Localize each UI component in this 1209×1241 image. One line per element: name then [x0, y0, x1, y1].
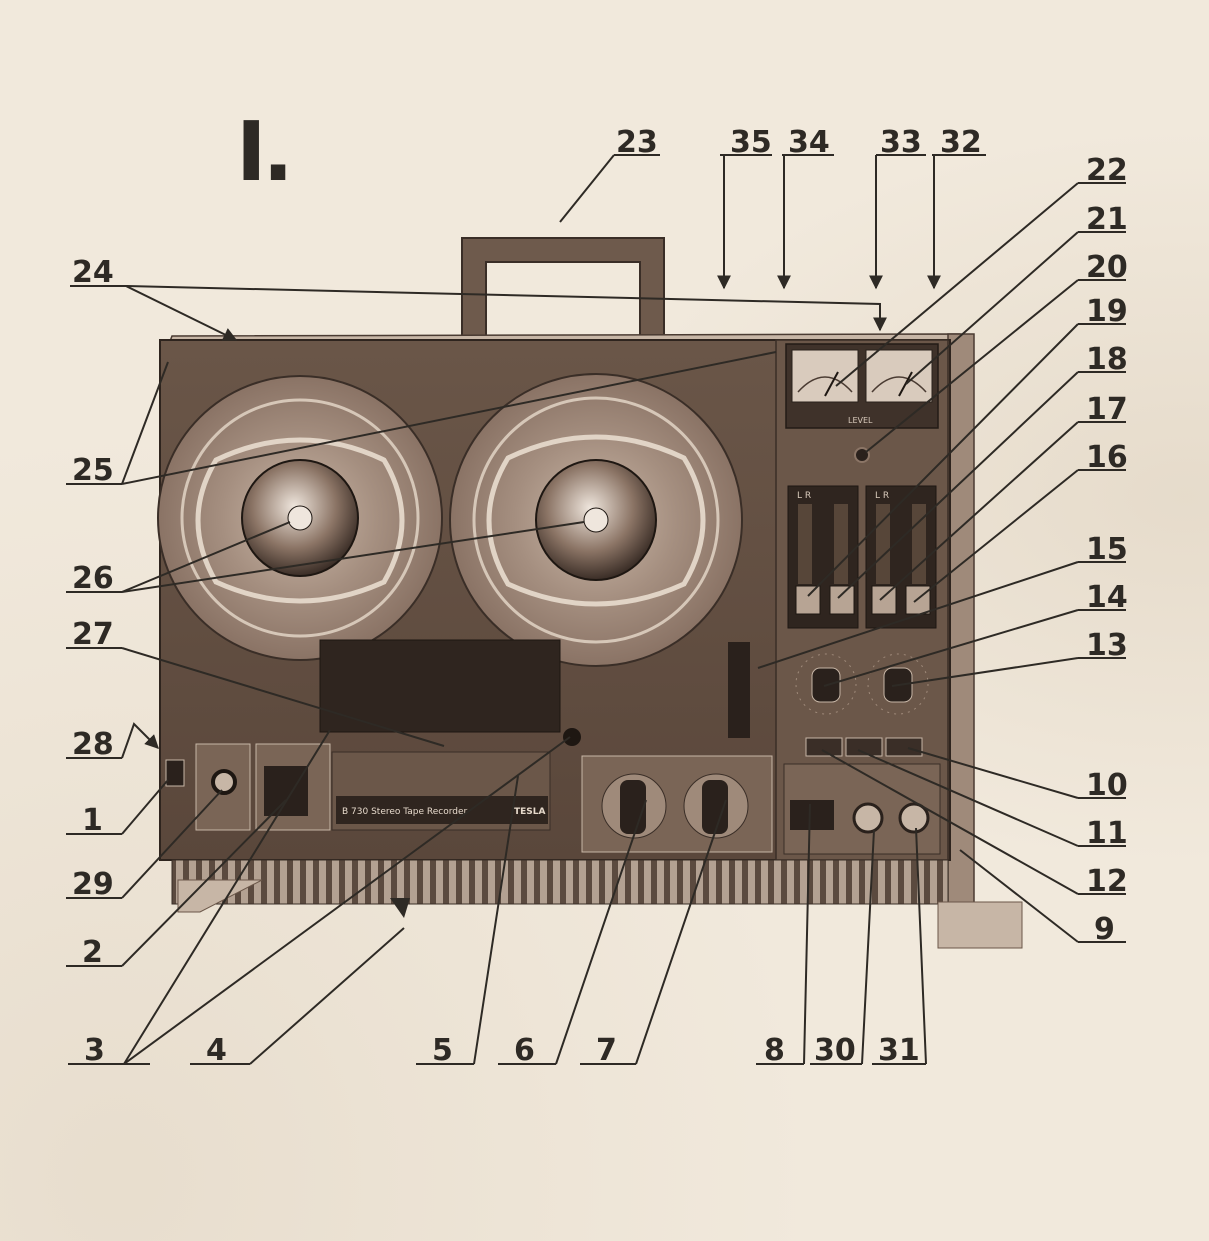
socket-31[interactable] — [898, 802, 930, 834]
slider-bank-left-label: L R — [797, 491, 811, 501]
callout-29: 29 — [72, 867, 114, 902]
pause-button[interactable] — [264, 766, 308, 816]
vu-meter-block: LEVEL — [785, 343, 939, 429]
callout-4: 4 — [206, 1033, 227, 1068]
reel-left — [157, 375, 443, 661]
vu-meter-right — [865, 349, 933, 403]
callout-11: 11 — [1086, 816, 1128, 851]
arrow-tip-4 — [390, 898, 410, 918]
callout-31: 31 — [878, 1033, 920, 1068]
slider-knob-18[interactable] — [795, 585, 821, 615]
callout-13: 13 — [1086, 628, 1128, 663]
tape-recorder-illustration: LEVEL L R L R — [157, 237, 1023, 949]
power-switch[interactable] — [165, 759, 185, 787]
function-knob-7[interactable] — [683, 773, 749, 839]
callout-10: 10 — [1086, 768, 1128, 803]
slider-bank-right: L R — [865, 485, 937, 629]
callout-3: 3 — [84, 1033, 105, 1068]
callout-17: 17 — [1086, 392, 1128, 427]
callout-34: 34 — [788, 125, 830, 160]
callout-26: 26 — [72, 561, 114, 596]
callout-23: 23 — [616, 125, 658, 160]
foot-right — [937, 901, 1023, 949]
figure-title: I. — [236, 105, 294, 200]
slider-bank-right-label: L R — [875, 491, 889, 501]
cabinet-side — [947, 333, 975, 919]
callout-33: 33 — [880, 125, 922, 160]
callout-2: 2 — [82, 935, 103, 970]
slider-knob-17[interactable] — [829, 585, 855, 615]
callout-14: 14 — [1086, 580, 1128, 615]
callout-7: 7 — [596, 1033, 617, 1068]
tape-guide — [728, 642, 750, 738]
callout-15: 15 — [1086, 532, 1128, 567]
carry-handle — [461, 237, 665, 337]
callout-20: 20 — [1086, 250, 1128, 285]
leader-lines — [66, 154, 1126, 1065]
callout-21: 21 — [1086, 202, 1128, 237]
head-cover — [319, 639, 561, 733]
callout-30: 30 — [814, 1033, 856, 1068]
callout-8: 8 — [764, 1033, 785, 1068]
callout-1: 1 — [82, 803, 103, 838]
callout-16: 16 — [1086, 440, 1128, 475]
socket-30[interactable] — [852, 802, 884, 834]
callout-5: 5 — [432, 1033, 453, 1068]
vu-level-label: LEVEL — [848, 416, 873, 425]
callout-19: 19 — [1086, 294, 1128, 329]
push-key-10[interactable] — [885, 737, 923, 757]
callout-32: 32 — [940, 125, 982, 160]
callout-18: 18 — [1086, 342, 1128, 377]
push-key-11[interactable] — [845, 737, 883, 757]
function-knob-6[interactable] — [601, 773, 667, 839]
callout-22: 22 — [1086, 153, 1128, 188]
callout-35: 35 — [730, 125, 772, 160]
callout-27: 27 — [72, 617, 114, 652]
tape-guide-roller — [563, 728, 581, 746]
reel-right — [449, 373, 743, 667]
push-key-12[interactable] — [805, 737, 843, 757]
callout-6: 6 — [514, 1033, 535, 1068]
speaker-grille — [171, 859, 949, 905]
socket-8[interactable] — [790, 800, 834, 830]
maker-label: TESLA — [514, 807, 546, 817]
callout-12: 12 — [1086, 864, 1128, 899]
callout-24: 24 — [72, 255, 114, 290]
slider-knob-19[interactable] — [871, 585, 897, 615]
callout-9: 9 — [1094, 912, 1115, 947]
headphone-socket[interactable] — [211, 769, 237, 795]
callout-28: 28 — [72, 727, 114, 762]
callout-25: 25 — [72, 453, 114, 488]
indicator-lamp — [854, 447, 870, 463]
brand-plate-text: B 730 Stereo Tape Recorder — [342, 807, 468, 817]
